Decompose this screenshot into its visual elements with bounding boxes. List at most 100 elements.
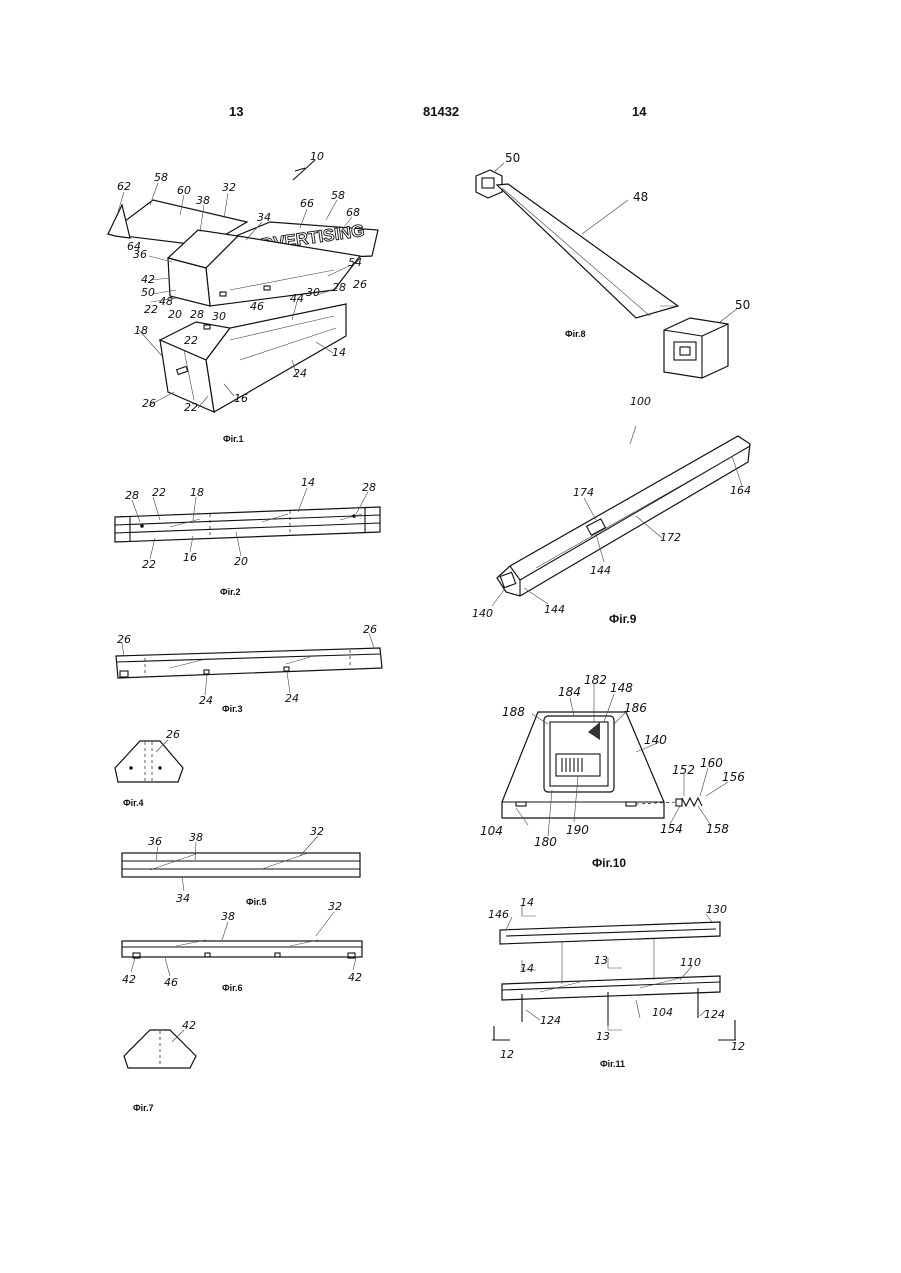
label-fig10-160: 160 (700, 756, 723, 770)
label-fig11-124b: 124 (704, 1008, 725, 1021)
caption-fig4: Фіг.4 (123, 798, 144, 808)
label-fig9-164: 164 (730, 484, 751, 497)
label-fig2-22a: 22 (152, 486, 166, 499)
label-fig11-130: 130 (706, 903, 727, 916)
label-fig11-104: 104 (652, 1006, 673, 1019)
figure-6: 38 32 42 46 42 Фіг.6 (122, 900, 362, 993)
base-body (206, 304, 346, 412)
label-fig5-38: 38 (189, 831, 203, 844)
label-fig1-32: 32 (222, 181, 236, 194)
label-fig6-42a: 42 (122, 973, 136, 986)
label-fig6-38: 38 (221, 910, 235, 923)
label-fig1-16: 16 (234, 392, 248, 405)
label-fig10-190: 190 (566, 823, 589, 837)
label-fig10-180: 180 (534, 835, 557, 849)
label-fig11-146: 146 (488, 908, 509, 921)
label-fig10-140: 140 (644, 733, 667, 747)
figure-2: 28 22 18 14 28 22 16 20 Фіг.2 (115, 476, 380, 597)
figure-7: 42 Фіг.7 (124, 1019, 196, 1113)
connector-50-small (476, 170, 502, 198)
connector-rod-48 (497, 184, 678, 318)
label-fig2-22b: 22 (142, 558, 156, 571)
label-fig1-14: 14 (332, 346, 346, 359)
label-fig1-68: 68 (346, 206, 360, 219)
base-rail-104 (502, 976, 720, 1000)
figure-10: 188 184 182 148 186 140 152 160 156 104 … (480, 673, 745, 870)
label-fig11-110: 110 (680, 956, 701, 969)
label-fig5-32: 32 (310, 825, 324, 838)
support-rail-100 (497, 436, 750, 596)
label-fig10-148: 148 (610, 681, 633, 695)
label-fig3-24a: 24 (199, 694, 213, 707)
figure-1: ADVERTISING 10 58 60 32 62 (108, 150, 378, 444)
label-fig2-28b: 28 (362, 481, 376, 494)
label-fig10-156: 156 (722, 770, 745, 784)
label-fig8-50a: 50 (505, 151, 520, 165)
label-fig2-14: 14 (301, 476, 315, 489)
label-fig10-188: 188 (502, 705, 525, 719)
label-fig2-20: 20 (234, 555, 248, 568)
label-fig1-58a: 58 (154, 171, 168, 184)
label-fig9-144a: 144 (590, 564, 611, 577)
figure-3: 26 26 24 24 Фіг.3 (116, 623, 382, 714)
figure-5: 36 38 32 34 Фіг.5 (122, 825, 360, 907)
label-fig6-32: 32 (328, 900, 342, 913)
label-fig1-10: 10 (310, 150, 324, 163)
label-fig1-38: 38 (196, 194, 210, 207)
label-fig4-26: 26 (166, 728, 180, 741)
label-fig5-34: 34 (176, 892, 190, 905)
label-fig1-28a: 28 (332, 281, 346, 294)
label-fig10-152: 152 (672, 763, 695, 777)
label-fig2-28a: 28 (125, 489, 139, 502)
label-fig11-124a: 124 (540, 1014, 561, 1027)
label-fig1-20: 20 (168, 308, 182, 321)
label-fig10-186: 186 (624, 701, 647, 715)
label-fig11-12b: 12 (731, 1040, 745, 1053)
label-fig1-34: 34 (257, 211, 271, 224)
label-fig3-26b: 26 (363, 623, 377, 636)
base-side-view (116, 648, 382, 678)
label-fig10-182: 182 (584, 673, 607, 687)
figure-9: 100 164 174 172 144 140 144 Фіг.9 (472, 395, 751, 626)
label-fig9-172: 172 (660, 531, 681, 544)
label-fig1-26b: 26 (142, 397, 156, 410)
label-fig8-50b: 50 (735, 298, 750, 312)
label-fig10-104: 104 (480, 824, 503, 838)
figure-8: 50 48 50 Фіг.8 (476, 151, 750, 378)
label-fig6-46: 46 (164, 976, 178, 989)
middle-side-view (122, 941, 362, 957)
label-fig1-66: 66 (300, 197, 314, 210)
label-fig11-13a: 13 (594, 954, 608, 967)
label-fig10-184: 184 (558, 685, 581, 699)
label-fig1-22c: 22 (184, 401, 198, 414)
label-fig6-42b: 42 (348, 971, 362, 984)
label-fig1-46: 46 (250, 300, 264, 313)
label-fig11-14b: 14 (520, 962, 534, 975)
label-fig3-24b: 24 (285, 692, 299, 705)
spring-160 (682, 798, 702, 806)
label-fig8-48: 48 (633, 190, 648, 204)
label-fig1-58b: 58 (331, 189, 345, 202)
label-fig1-36: 36 (133, 248, 147, 261)
label-fig1-22a: 22 (144, 303, 158, 316)
caption-fig2: Фіг.2 (220, 587, 241, 597)
figure-11: 146 14 130 14 13 110 124 104 124 13 12 1… (488, 896, 745, 1069)
label-fig9-140: 140 (472, 607, 493, 620)
label-fig9-144b: 144 (544, 603, 565, 616)
figure-4: 26 Фіг.4 (115, 728, 183, 808)
label-fig1-62: 62 (117, 180, 131, 193)
caption-fig3: Фіг.3 (222, 704, 243, 714)
label-fig1-26a: 26 (353, 278, 367, 291)
label-fig1-54: 54 (348, 256, 362, 269)
caption-fig5: Фіг.5 (246, 897, 267, 907)
middle-top-view (122, 853, 360, 877)
caption-fig1: Фіг.1 (223, 434, 244, 444)
label-fig11-12a: 12 (500, 1048, 514, 1061)
label-fig1-28b: 28 (190, 308, 204, 321)
caption-fig6: Фіг.6 (222, 983, 243, 993)
label-fig9-100: 100 (630, 395, 651, 408)
caption-fig7: Фіг.7 (133, 1103, 154, 1113)
label-fig1-30a: 30 (306, 286, 320, 299)
label-fig1-48: 48 (159, 295, 173, 308)
